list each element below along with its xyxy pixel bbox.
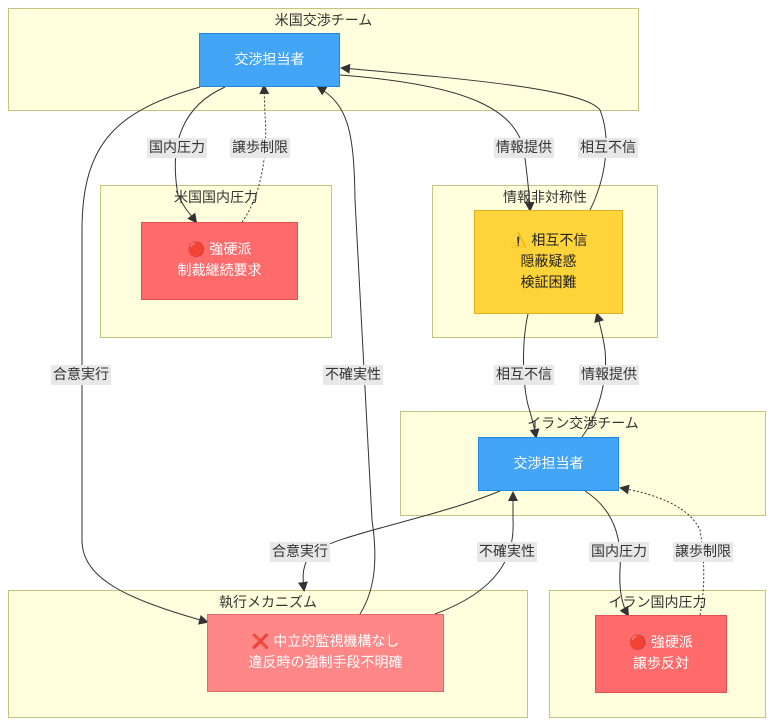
- label-iran-agreement-exec: 合意実行: [270, 542, 330, 562]
- us-hardliner-node[interactable]: 🔴 強硬派 制裁継続要求: [141, 222, 298, 300]
- edge-us-domestic-pressure: [174, 86, 226, 224]
- label-iran-mutual-distrust: 相互不信: [494, 365, 554, 385]
- iran-team-title: イラン交渉チーム: [527, 416, 639, 432]
- iran-negotiator-label: 交渉担当者: [513, 455, 584, 472]
- enforcement-node[interactable]: ❌ 中立的監視機構なし 違反時の強制手段不明確: [207, 614, 444, 692]
- edge-iran-agreement-exec: [297, 490, 501, 592]
- enforcement-line2: 違反時の強制手段不明確: [248, 655, 403, 671]
- edge-us-agreement-exec: [81, 86, 209, 625]
- us-negotiator-node[interactable]: 交渉担当者: [199, 33, 340, 87]
- iran-negotiator-node[interactable]: 交渉担当者: [478, 437, 619, 491]
- us-domestic-title: 米国国内圧力: [174, 190, 258, 206]
- label-us-uncertainty: 不確実性: [323, 365, 383, 385]
- label-iran-info-provide: 情報提供: [579, 365, 639, 385]
- label-iran-uncertainty: 不確実性: [477, 542, 537, 562]
- label-us-domestic-pressure: 国内圧力: [147, 138, 207, 158]
- iran-hardliner-node[interactable]: 🔴 強硬派 譲歩反対: [595, 615, 727, 693]
- iran-domestic-title: イラン国内圧力: [608, 595, 707, 611]
- us-negotiator-label: 交渉担当者: [234, 51, 305, 68]
- edge-iran-info-provide: [581, 312, 607, 438]
- label-us-mutual-distrust: 相互不信: [578, 138, 638, 158]
- edge-us-mutual-distrust: [340, 63, 607, 211]
- enforcement-line1: ❌ 中立的監視機構なし: [251, 634, 400, 650]
- edge-iran-uncertainty: [434, 491, 518, 615]
- iran-hardliner-line1: 🔴 強硬派: [629, 635, 693, 651]
- edge-iran-concession-limit: [619, 484, 705, 616]
- label-us-info-provide: 情報提供: [494, 138, 554, 158]
- edge-iran-mutual-distrust: [523, 313, 540, 439]
- mutual-distrust-node[interactable]: ⚠️ 相互不信 隠蔽疑惑 検証困難: [474, 210, 623, 314]
- us-team-title: 米国交渉チーム: [274, 13, 373, 29]
- mutual-distrust-line2: 隠蔽疑惑: [520, 253, 577, 270]
- label-us-agreement-exec: 合意実行: [51, 365, 111, 385]
- mutual-distrust-line1: ⚠️ 相互不信: [509, 232, 588, 249]
- edge-us-uncertainty: [316, 85, 376, 615]
- edge-us-concession-limit: [241, 84, 270, 223]
- edge-us-info-provide: [339, 74, 535, 212]
- iran-hardliner-line2: 譲歩反対: [633, 656, 689, 672]
- us-hardliner-line2: 制裁継続要求: [177, 263, 262, 279]
- info-asymmetry-title: 情報非対称性: [503, 190, 587, 206]
- label-us-concession-limit: 譲歩制限: [230, 138, 290, 158]
- enforcement-title: 執行メカニズム: [219, 595, 317, 611]
- label-iran-domestic-pressure: 国内圧力: [589, 542, 649, 562]
- us-hardliner-line1: 🔴 強硬派: [187, 242, 252, 258]
- mutual-distrust-line3: 検証困難: [520, 274, 577, 291]
- edge-iran-domestic-pressure: [584, 490, 630, 617]
- label-iran-concession-limit: 譲歩制限: [673, 542, 733, 562]
